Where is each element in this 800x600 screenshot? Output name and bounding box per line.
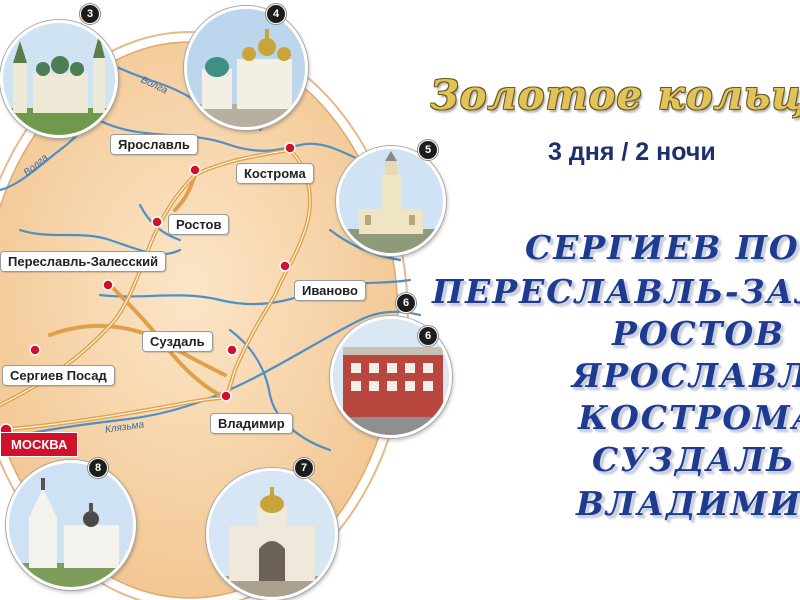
tour-info-panel: Золотое кольцо Р 3 дня / 2 ночи СЕРГИЕВ … <box>430 0 800 600</box>
tour-title: Золотое кольцо Р <box>430 72 800 119</box>
city-dots <box>0 142 296 437</box>
badge-8: 8 <box>88 458 108 478</box>
city-label-kostroma: Кострома <box>236 163 314 184</box>
dot-kostroma <box>284 142 296 154</box>
photo-yaroslavl-church <box>0 20 118 138</box>
city-label-sergiev: Сергиев Посад <box>2 365 115 386</box>
photo-rostov-kremlin <box>184 6 308 130</box>
route-item-pereslavl: ПЕРЕСЛАВЛЬ-ЗАЛЕ <box>432 272 800 311</box>
photo-suzdal-church <box>6 460 136 590</box>
dot-pereslavl <box>102 279 114 291</box>
route-item-rostov: РОСТОВ <box>612 314 786 353</box>
city-label-rostov: Ростов <box>168 214 230 235</box>
route-item-vladimir: ВЛАДИМИР <box>576 484 800 523</box>
photo-kostroma-tower <box>336 146 446 256</box>
river-klyazma <box>0 310 422 442</box>
route-item-kostroma: КОСТРОМА <box>578 398 800 437</box>
photo-vladimir-golden-gate <box>206 468 338 600</box>
dot-sergiev <box>29 344 41 356</box>
city-label-pereslavl: Переславль-Залесский <box>0 251 167 272</box>
photo-ivanovo-building <box>330 316 452 438</box>
dot-vladimir <box>220 390 232 402</box>
dot-yaroslavl <box>189 164 201 176</box>
dot-rostov <box>151 216 163 228</box>
route-item-suzdal: СУЗДАЛЬ <box>592 440 796 479</box>
dot-suzdal <box>226 344 238 356</box>
badge-6b: 6 <box>418 326 438 346</box>
city-label-yaroslavl: Ярославль <box>110 134 198 155</box>
badge-5: 5 <box>418 140 438 160</box>
badge-7: 7 <box>294 458 314 478</box>
capital-label-moscow: МОСКВА <box>0 432 79 457</box>
badge-4: 4 <box>266 4 286 24</box>
city-label-vladimir: Владимир <box>210 413 293 434</box>
route-item-yaroslavl: ЯРОСЛАВЛЬ <box>572 356 800 395</box>
golden-ring-map: Волга Волга Клязьма Ярославль Кострома Р… <box>0 4 452 600</box>
city-label-ivanovo: Иваново <box>294 280 366 301</box>
route-item-sergiev-posad: СЕРГИЕВ ПОС <box>525 228 800 267</box>
badge-6a: 6 <box>396 293 416 313</box>
badge-3: 3 <box>80 4 100 24</box>
tour-duration: 3 дня / 2 ночи <box>548 138 716 166</box>
dot-ivanovo <box>279 260 291 272</box>
city-label-suzdal: Суздаль <box>142 331 213 352</box>
